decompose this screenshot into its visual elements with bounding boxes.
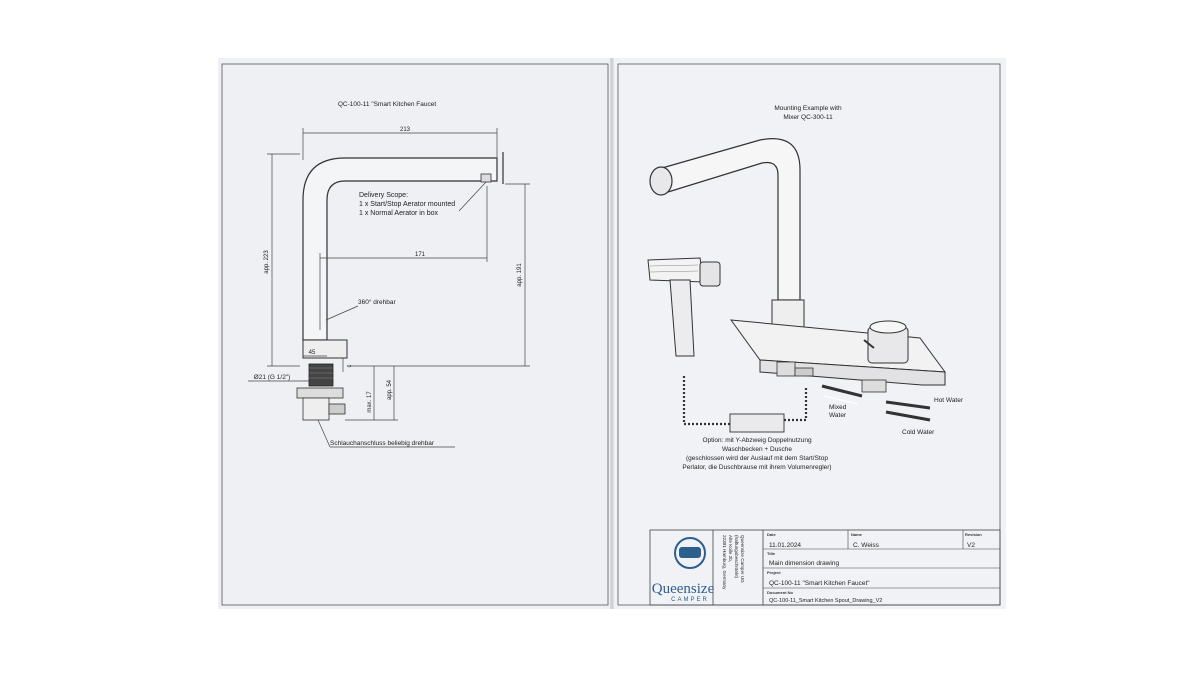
dim-191: app. 191 (517, 263, 523, 287)
document-value: QC-100-11_Smart Kitchen Spout_Drawing_V2 (769, 598, 882, 604)
company-line-1: Queensize Camper UG (740, 535, 745, 583)
page-fold (610, 58, 614, 609)
shower-hose (682, 376, 730, 426)
cold-water-label: Cold Water (902, 429, 935, 436)
name-value: C. Weiss (853, 542, 880, 549)
company-line-4: 22391 Hamburg, Germany (722, 535, 727, 590)
company-line-2: (haftungsbeschränkt) (734, 535, 739, 579)
logo-sub: CAMPER (671, 597, 709, 603)
option-line-2: Waschbecken + Dusche (722, 446, 792, 453)
option-line-4: Perlator, die Duschbrause mit ihrem Volu… (682, 464, 831, 471)
camper-van-icon (679, 547, 701, 558)
logo-text: Queensize (652, 581, 715, 597)
left-page-border (221, 63, 609, 606)
supply-hose (784, 386, 808, 422)
y-splitter (729, 413, 785, 433)
delivery-title: Delivery Scope: (359, 192, 408, 199)
company-line-3: Alte Kolle 2b, (728, 535, 733, 562)
mount-title-2: Mixer QC-300-11 (783, 114, 833, 121)
project-value: QC-100-11 "Smart Kitchen Faucet" (769, 580, 870, 587)
revision-value: V2 (967, 542, 975, 549)
faucet-side-view (296, 152, 504, 421)
dim-223: app. 223 (264, 250, 270, 274)
dim-6: 6 (347, 364, 353, 367)
project-label: Project (767, 570, 781, 575)
delivery-line-2: 1 x Normal Aerator in box (359, 210, 438, 217)
dim-54: app. 54 (387, 379, 393, 400)
document-label: Document No (767, 590, 794, 595)
mount-title-1: Mounting Example with (774, 105, 842, 112)
shower-head (647, 257, 721, 357)
mixed-water-1: Mixed (829, 404, 847, 411)
option-line-3: (geschlossen wird der Auslauf mit dem St… (686, 455, 828, 462)
title-label: Title (767, 551, 776, 556)
name-label: Name (851, 532, 863, 537)
date-value: 11.01.2024 (769, 542, 801, 549)
left-title: QC-100-11 "Smart Kitchen Faucet (338, 101, 436, 108)
faucet-mounted-view (649, 138, 947, 422)
mixed-water-2: Water (829, 412, 847, 419)
title-value: Main dimension drawing (769, 560, 839, 567)
dim-max17: max. 17 (367, 391, 373, 413)
hose-label: Schlauchanschluss beliebig drehbar (330, 440, 435, 447)
logo-circle-icon (674, 537, 706, 569)
dim-thread: Ø21 (G 1/2") (254, 374, 291, 381)
left-page (218, 58, 611, 609)
dim-213: 213 (400, 127, 411, 133)
option-line-1: Option: mit Y-Abzweig Doppelnutzung (702, 437, 812, 444)
delivery-line-1: 1 x Start/Stop Aerator mounted (359, 201, 455, 208)
revision-label: Revision (965, 532, 982, 537)
hot-water-label: Hot Water (934, 397, 964, 404)
date-label: Date (767, 532, 776, 537)
title-block: Queensize CAMPER Queensize Camper UG (ha… (649, 529, 1001, 606)
dim-45: 45 (309, 350, 316, 356)
rotation-label: 360° drehbar (358, 298, 396, 306)
dim-171: 171 (415, 252, 426, 258)
